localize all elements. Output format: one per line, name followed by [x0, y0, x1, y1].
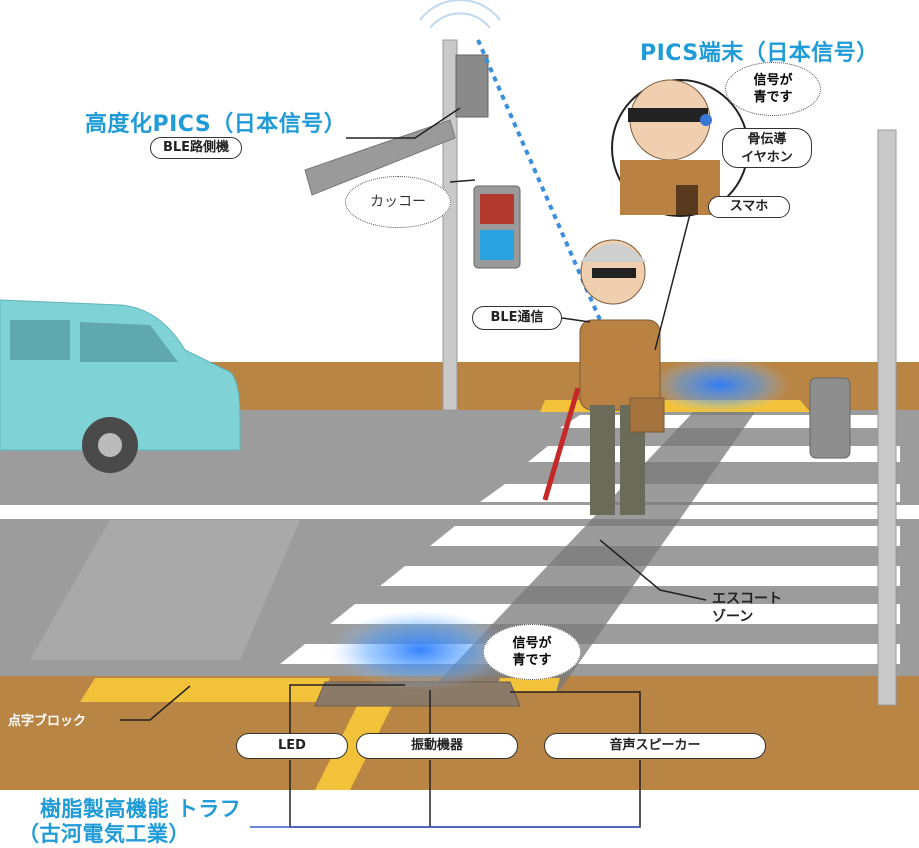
- ble-comm-label: BLE通信: [472, 306, 562, 330]
- road-markings: [0, 505, 919, 660]
- signal-green: [480, 230, 514, 260]
- escort-zone-label: エスコートゾーン: [712, 590, 782, 626]
- ble-link-line: [476, 39, 602, 321]
- bone-conduction-label: 骨伝導イヤホン: [722, 128, 812, 168]
- bubble-bottom-line2: 青です: [512, 653, 552, 668]
- bubble-bottom-line1: 信号が: [512, 636, 552, 651]
- escort-line1: エスコート: [712, 591, 782, 607]
- signal-pole: [442, 39, 458, 411]
- braille-block-down: [315, 700, 395, 790]
- braille-block-near: [80, 678, 330, 702]
- far-led-glow: [650, 357, 790, 413]
- ble-roadside-unit: [455, 54, 489, 118]
- bubble-top-line1: 信号が: [753, 73, 793, 88]
- advanced-pics-label: 高度化PICS（日本信号）: [85, 112, 347, 137]
- braille-block-label: 点字ブロック: [8, 714, 87, 729]
- smartphone-label: スマホ: [708, 196, 790, 218]
- radio-waves: [419, 0, 501, 21]
- led-glow: [330, 610, 510, 690]
- escort-line2: ゾーン: [712, 609, 754, 625]
- bone-conduction-line2: イヤホン: [741, 150, 793, 165]
- pole-arm: [304, 119, 456, 196]
- kakkoo-bubble: カッコー: [345, 176, 451, 228]
- trough-subtitle: （古河電気工業）: [18, 822, 190, 846]
- bone-conduction-line1: 骨伝導: [747, 132, 787, 147]
- far-pedestrian-signal: [809, 377, 851, 459]
- zoom-face: [620, 79, 720, 215]
- bubble-top-line2: 青です: [753, 90, 793, 105]
- elderly-pedestrian: [542, 239, 665, 515]
- pics-terminal-label: PICS端末（日本信号）: [640, 41, 879, 66]
- vibration-device-label: 振動機器: [356, 733, 518, 759]
- bubble-bottom: 信号が青です: [483, 624, 581, 680]
- signal-red: [480, 194, 514, 224]
- trough-title: 樹脂製高機能 トラフ: [40, 797, 242, 821]
- ble-roadside-label: BLE路側機: [150, 137, 242, 159]
- speaker-label: 音声スピーカー: [544, 733, 766, 759]
- right-pole: [877, 129, 897, 706]
- car: [0, 299, 241, 473]
- zoom-leader: [654, 213, 691, 351]
- bubble-top: 信号が青です: [725, 62, 821, 116]
- escort-zone-path: [430, 405, 760, 690]
- led-label: LED: [236, 733, 348, 759]
